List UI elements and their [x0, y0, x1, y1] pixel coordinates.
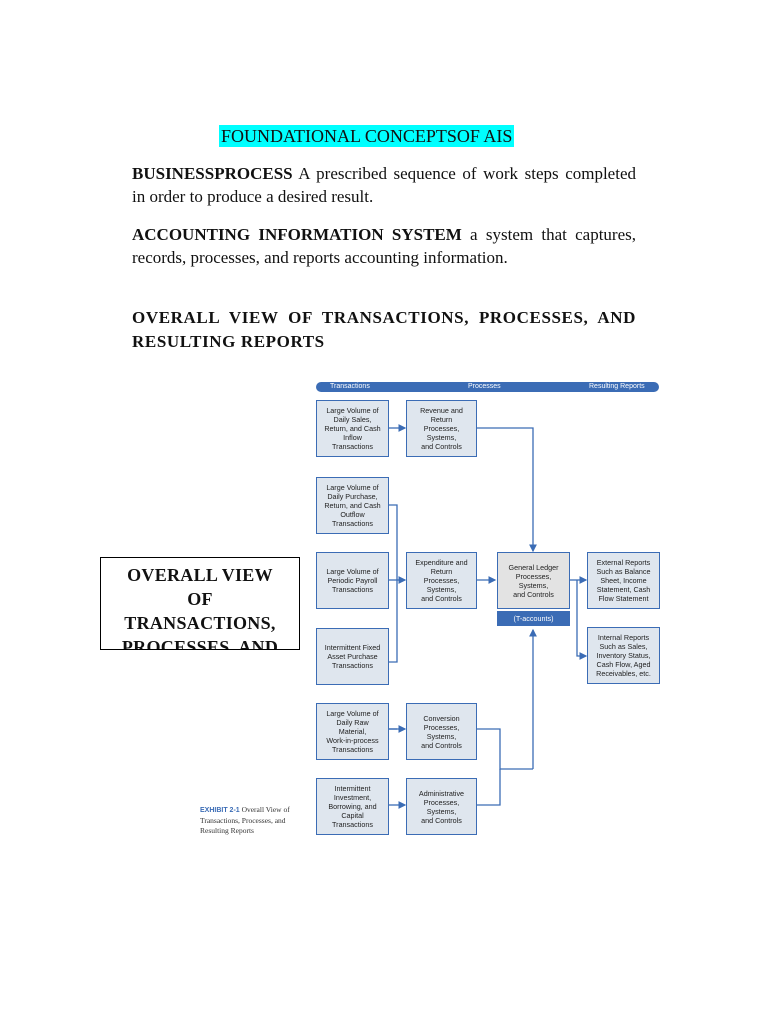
header-reports: Resulting Reports: [589, 383, 645, 390]
diagram-header-bar: Transactions Processes Resulting Reports: [316, 382, 659, 392]
transaction-box: Intermittent Investment, Borrowing, and …: [316, 778, 389, 835]
process-box: Expenditure and Return Processes, System…: [406, 552, 477, 609]
transaction-box: Large Volume of Daily Raw Material, Work…: [316, 703, 389, 760]
header-transactions: Transactions: [330, 383, 370, 390]
report-box: Internal Reports Such as Sales, Inventor…: [587, 627, 660, 684]
report-box: External Reports Such as Balance Sheet, …: [587, 552, 660, 609]
overlay-text-box: OVERALL VIEW OF TRANSACTIONS, PROCESSES,…: [100, 557, 300, 650]
page-title: FOUNDATIONAL CONCEPTSOF AIS: [219, 125, 515, 147]
caption-label: EXHIBIT 2-1: [200, 807, 240, 814]
process-box: Administrative Processes, Systems, and C…: [406, 778, 477, 835]
term: ACCOUNTING INFORMATION SYSTEM: [132, 225, 462, 244]
term: BUSINESSPROCESS: [132, 164, 293, 183]
process-box: Revenue and Return Processes, Systems, a…: [406, 400, 477, 457]
exhibit-caption: EXHIBIT 2-1 Overall View of Transactions…: [200, 805, 304, 836]
general-ledger-box: General Ledger Processes, Systems, and C…: [497, 552, 570, 609]
transaction-box: Large Volume of Daily Purchase, Return, …: [316, 477, 389, 534]
caption-text: Overall View of Transactions, Processes,…: [200, 805, 290, 835]
definition-text: A prescribed sequence of work steps comp…: [132, 164, 636, 206]
overlay-text: OVERALL VIEW OF TRANSACTIONS, PROCESSES,…: [121, 565, 279, 650]
transaction-box: Large Volume of Daily Sales, Return, and…: [316, 400, 389, 457]
transaction-box: Large Volume of Periodic Payroll Transac…: [316, 552, 389, 609]
transaction-box: Intermittent Fixed Asset Purchase Transa…: [316, 628, 389, 685]
section-heading: OVERALL VIEW OF TRANSACTIONS, PROCESSES,…: [132, 308, 636, 351]
ais-definition: ACCOUNTING INFORMATION SYSTEM a system t…: [132, 223, 636, 269]
header-processes: Processes: [468, 383, 501, 390]
t-accounts-label: (T-accounts): [497, 611, 570, 626]
process-box: Conversion Processes, Systems, and Contr…: [406, 703, 477, 760]
business-process-definition: BUSINESSPROCESS A prescribed sequence of…: [132, 162, 636, 208]
definition-text: a system that captures, records, process…: [132, 225, 636, 267]
